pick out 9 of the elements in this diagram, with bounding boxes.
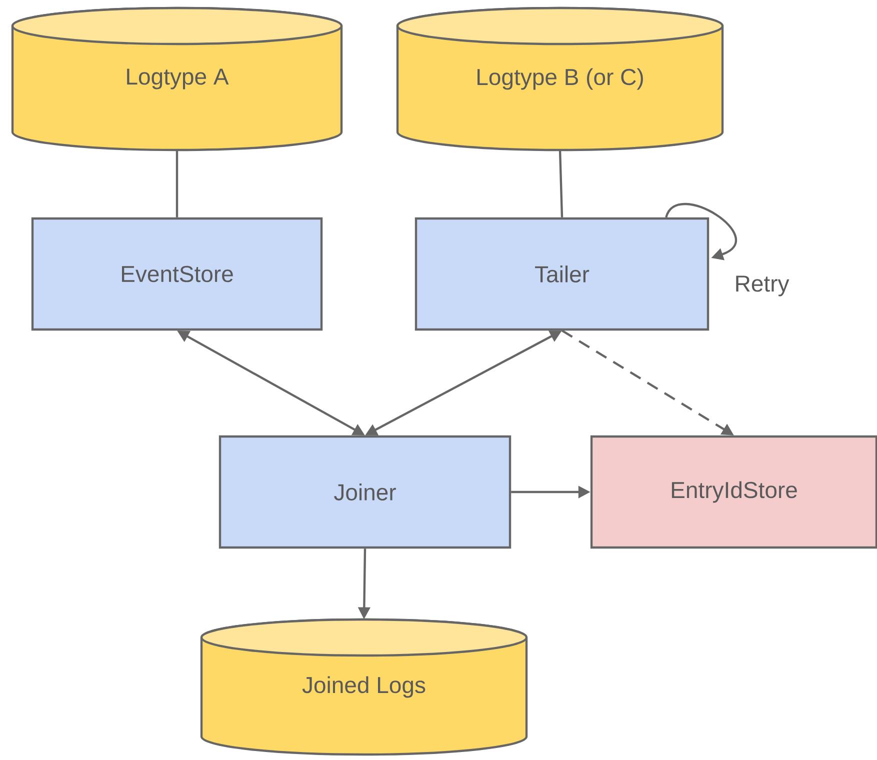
process-box: Joiner bbox=[218, 435, 512, 549]
process-box: Tailer bbox=[414, 217, 710, 331]
process-box: EventStore bbox=[31, 217, 323, 331]
database-cylinder: Logtype B (or C) bbox=[396, 6, 724, 152]
arrow bbox=[665, 203, 737, 260]
database-cylinder: Joined Logs bbox=[200, 618, 528, 756]
edge-label: Retry bbox=[736, 276, 790, 296]
database-cylinder: Logtype A bbox=[11, 6, 343, 152]
process-box: EntryIdStore bbox=[590, 435, 877, 549]
